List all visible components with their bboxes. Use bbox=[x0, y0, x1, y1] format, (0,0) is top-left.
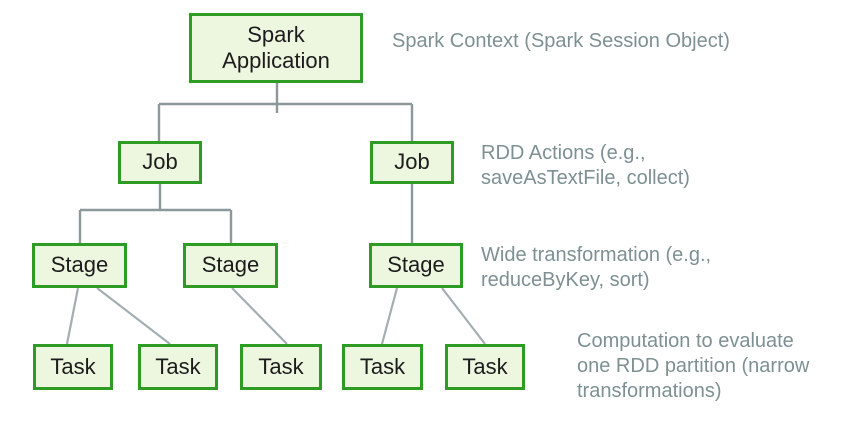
node-job-1: Job bbox=[118, 141, 202, 184]
node-job-2: Job bbox=[370, 141, 454, 184]
annotation-computation: Computation to evaluate one RDD partitio… bbox=[577, 330, 810, 402]
node-stage-3: Stage bbox=[369, 243, 463, 288]
node-task-3: Task bbox=[240, 344, 322, 390]
annotation-wide-transformation: Wide transformation (e.g., reduceByKey, … bbox=[481, 244, 712, 291]
node-stage-2: Stage bbox=[183, 243, 278, 288]
node-task-4: Task bbox=[342, 344, 423, 390]
annotation-rdd-actions: RDD Actions (e.g., saveAsTextFile, colle… bbox=[481, 142, 690, 189]
node-task-2: Task bbox=[138, 344, 218, 390]
node-task-1: Task bbox=[33, 344, 113, 390]
node-spark-application: Spark Application bbox=[189, 13, 363, 83]
node-stage-1: Stage bbox=[32, 243, 127, 288]
annotation-spark-context: Spark Context (Spark Session Object) bbox=[392, 30, 730, 52]
connector-job1-to-stages bbox=[78, 184, 233, 243]
connector-stages-to-tasks bbox=[65, 287, 486, 345]
connector-application-to-jobs bbox=[157, 83, 414, 141]
node-task-5: Task bbox=[445, 344, 525, 390]
